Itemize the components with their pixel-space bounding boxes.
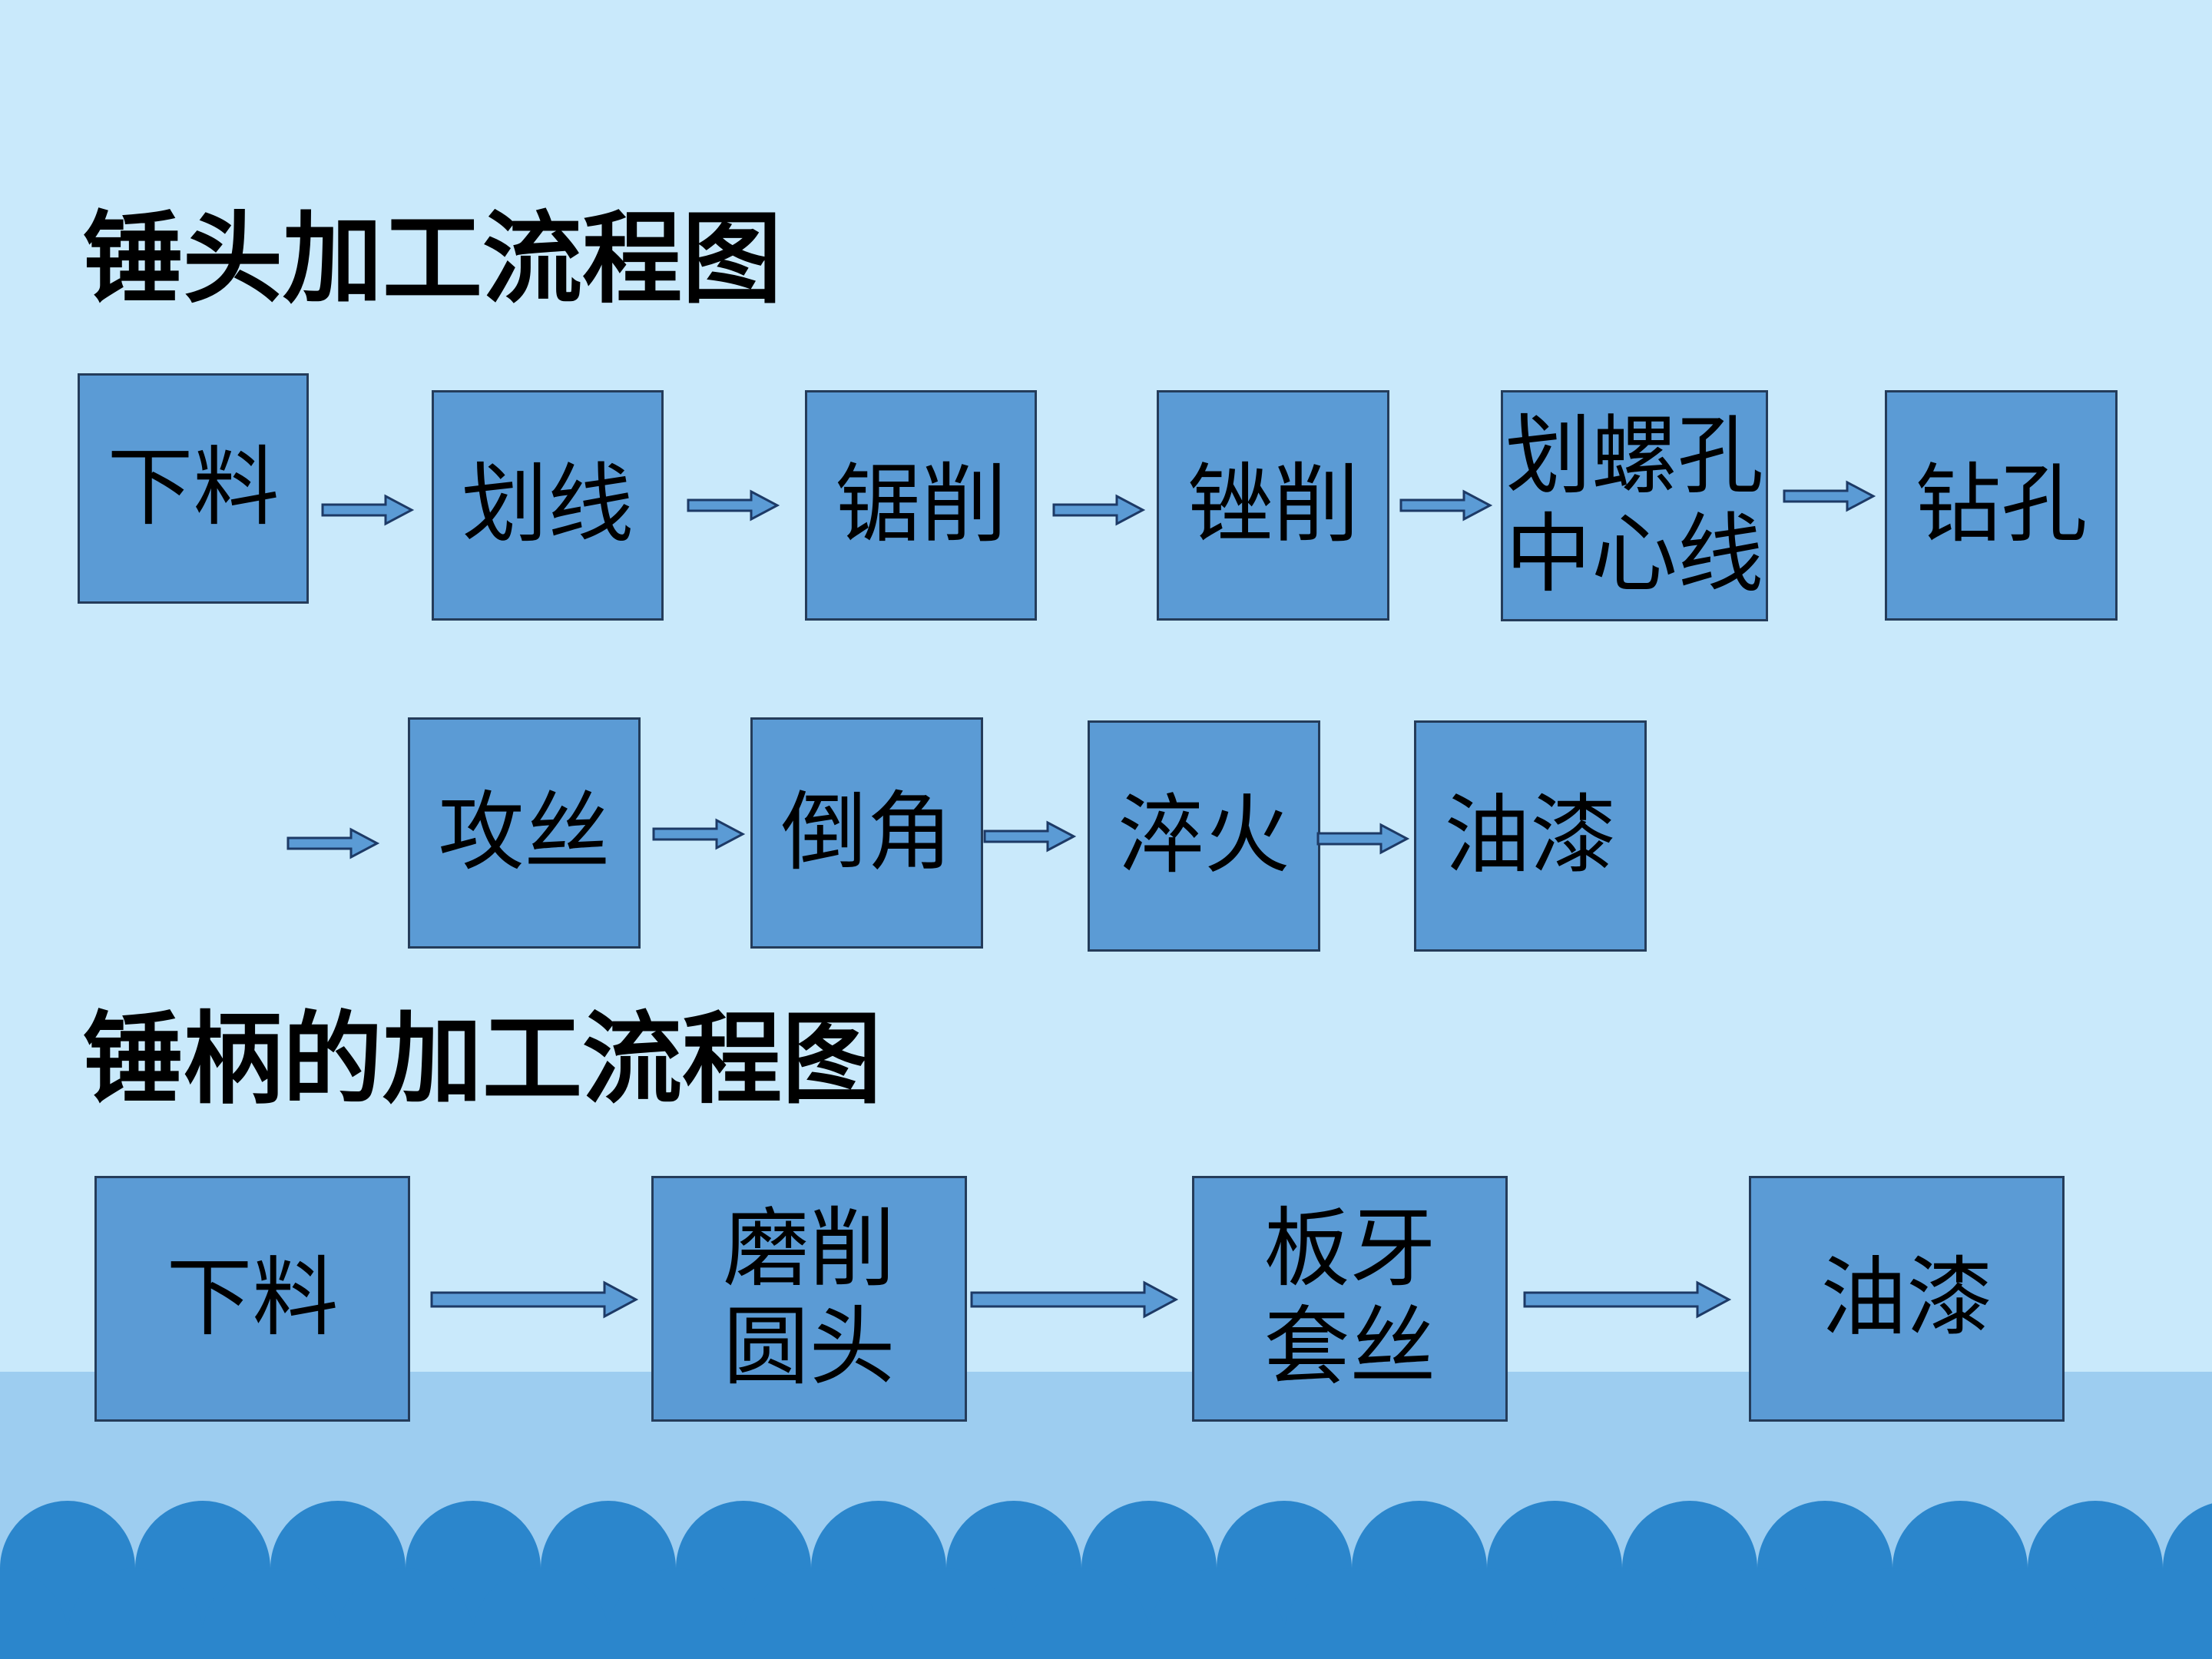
handle-step-grind-round-head: 磨削 圆头 <box>651 1176 967 1422</box>
step-blanking: 下料 <box>78 373 309 604</box>
handle-step-die-threading: 板牙 套丝 <box>1192 1176 1508 1422</box>
arrow-8 <box>983 820 1077 853</box>
arrow-9 <box>1316 823 1410 855</box>
arrow-4 <box>1399 489 1493 522</box>
arrow-10 <box>430 1280 639 1319</box>
step-marking: 划线 <box>432 390 664 621</box>
handle-step-painting: 油漆 <box>1749 1176 2065 1422</box>
step-quenching: 淬火 <box>1088 720 1320 952</box>
step-filing: 锉削 <box>1157 390 1389 621</box>
arrow-7 <box>652 818 746 850</box>
arrow-6 <box>286 827 380 859</box>
arrow-5 <box>1783 480 1876 512</box>
step-tapping: 攻丝 <box>408 717 641 949</box>
handle-step-blanking: 下料 <box>94 1176 410 1422</box>
step-mark-hole-centerline: 划螺孔 中心线 <box>1501 390 1768 621</box>
arrow-1 <box>321 494 415 526</box>
arrow-11 <box>970 1280 1179 1319</box>
step-chamfering: 倒角 <box>750 717 983 949</box>
arrow-12 <box>1523 1280 1732 1319</box>
step-sawing: 锯削 <box>805 390 1037 621</box>
step-painting: 油漆 <box>1414 720 1647 952</box>
arrow-3 <box>1052 494 1146 526</box>
handle-flow-title: 锤柄的加工流程图 <box>83 1001 882 1118</box>
step-drilling: 钻孔 <box>1885 390 2118 621</box>
head-flow-title: 锤头加工流程图 <box>83 200 783 317</box>
arrow-2 <box>687 489 780 522</box>
